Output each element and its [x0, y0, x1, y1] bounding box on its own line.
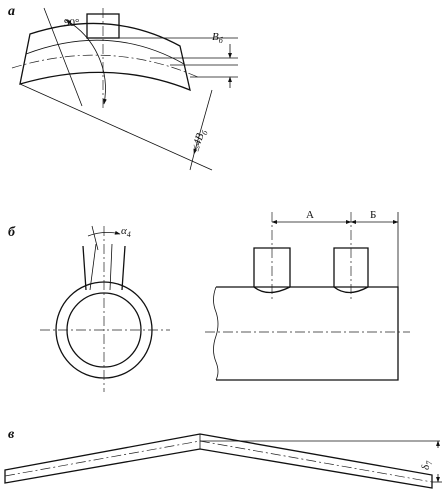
length-ext-line — [19, 83, 213, 171]
alpha-arc — [87, 230, 121, 237]
nozzle-inner-tilt — [89, 243, 113, 291]
bent-pipe-inner-wall — [25, 39, 185, 65]
panel-b: б α4 А Б — [8, 209, 410, 392]
alpha-label: α4 — [121, 225, 131, 239]
alpha-ray — [91, 225, 99, 251]
length-arrow-stub — [189, 153, 195, 171]
pipe-break-line — [213, 286, 219, 381]
dim-B-label: Bб — [212, 31, 224, 45]
bent-pipe-centerline — [11, 54, 201, 79]
panel-a-label: а — [8, 4, 15, 19]
pipe-section — [216, 286, 399, 381]
panel-b-label: б — [8, 225, 16, 240]
kinked-pipe-centerline — [4, 440, 433, 483]
nozzle-tilted — [82, 245, 126, 291]
panel-v-label: в — [8, 427, 15, 442]
angle-90-label: 90° — [64, 17, 79, 29]
panel-v: в δ7 — [4, 427, 442, 489]
dim-A-label: А — [306, 209, 314, 221]
dim-Bb-label: Б — [370, 209, 376, 221]
angle-arc — [65, 19, 107, 105]
delta-label: δ7 — [420, 460, 434, 470]
nozzle-2 — [333, 247, 369, 294]
length-label: ≤4Bб — [189, 127, 210, 153]
kinked-pipe — [4, 433, 433, 489]
length-arrow-top — [193, 89, 213, 155]
panel-a: а 90° Bб ≤4Bб — [8, 4, 238, 171]
